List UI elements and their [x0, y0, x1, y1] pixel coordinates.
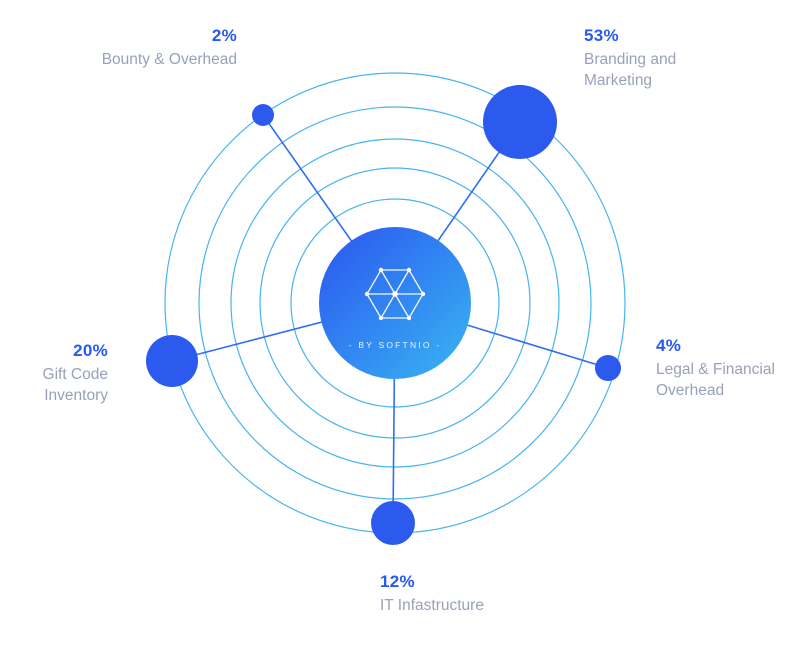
hexagon-network-dots: [364, 267, 426, 321]
label-legal: 4% Legal & Financial Overhead: [656, 336, 775, 402]
cat-gift-line2: Inventory: [44, 387, 108, 405]
cat-branding-line2: Marketing: [584, 72, 653, 90]
cat-gift-line1: Gift Code: [42, 366, 108, 383]
node-gift: [146, 335, 198, 387]
cat-legal-line2: Overhead: [656, 382, 725, 400]
brand-caption: - BY SOFTNIO -: [349, 340, 442, 350]
node-bounty: [252, 104, 274, 126]
node-branding: [483, 85, 557, 159]
cat-bounty-line1: Bounty & Overhead: [101, 51, 237, 68]
orbit-ring-3: [230, 138, 560, 468]
label-bounty: 2% Bounty & Overhead: [102, 26, 237, 70]
pct-bounty: 2%: [211, 26, 237, 45]
label-gift: 20% Gift Code Inventory: [43, 341, 108, 407]
orbit-ring-2: [259, 167, 531, 439]
orbit-ring-4: [198, 106, 592, 500]
cat-legal-line1: Legal & Financial: [656, 361, 775, 378]
pct-it: 12%: [380, 572, 415, 591]
pct-gift: 20%: [73, 341, 108, 360]
pct-legal: 4%: [656, 336, 682, 355]
orbit-ring-1: [290, 198, 500, 408]
label-it: 12% IT Infastructure: [380, 572, 484, 616]
center-circle: [319, 227, 471, 379]
cat-branding-line1: Branding and: [584, 51, 677, 68]
node-legal: [595, 355, 621, 381]
pct-branding: 53%: [584, 26, 619, 45]
cat-it-line1: IT Infastructure: [380, 597, 484, 614]
allocation-nodes: [146, 85, 621, 545]
node-it: [371, 501, 415, 545]
label-branding: 53% Branding and Marketing: [584, 26, 676, 92]
